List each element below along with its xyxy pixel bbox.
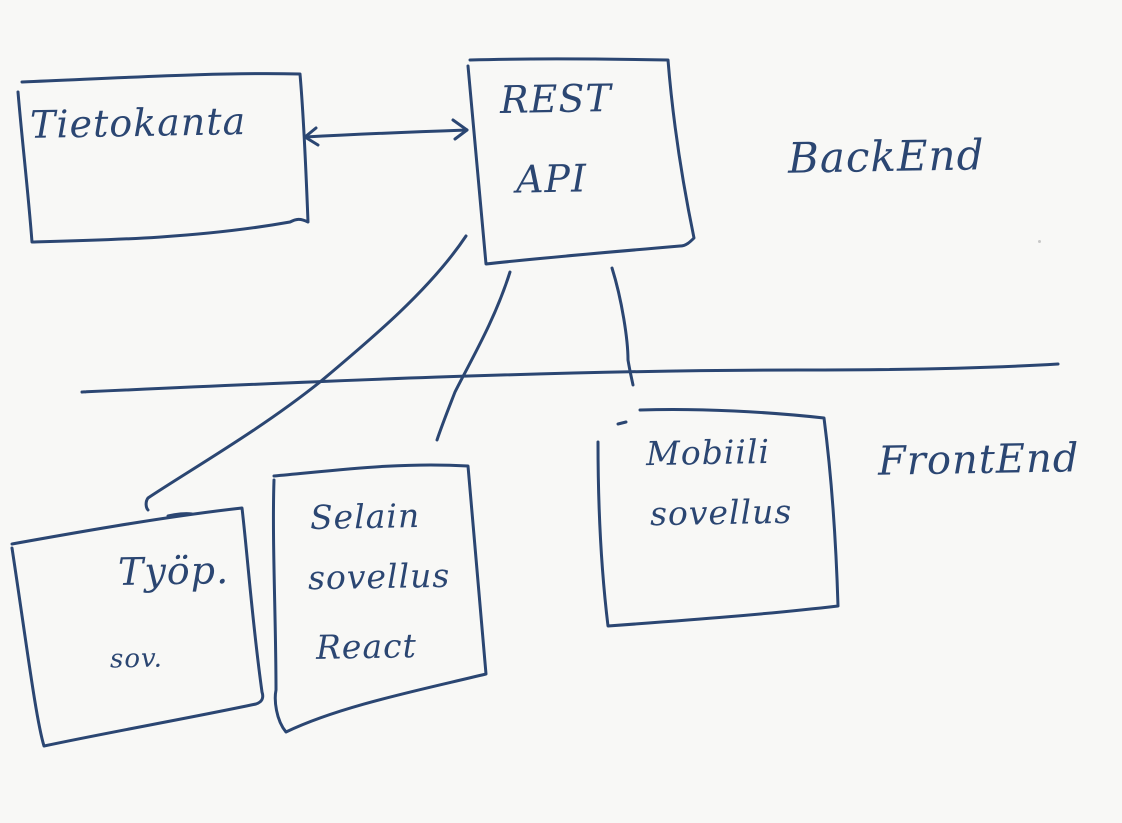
mobile-label-line2: sovellus [649, 491, 793, 534]
workstation-app-box [10, 506, 265, 748]
database-box [16, 72, 310, 244]
browser-label-line2: sovellus [307, 555, 451, 598]
connector-mobile [610, 266, 635, 387]
api-label-line1: REST [499, 76, 613, 122]
mobile-app-box [596, 407, 840, 628]
workstation-label-line1: Työp. [117, 548, 230, 594]
frontend-section-label: FrontEnd [877, 435, 1080, 485]
mobile-label-line1: Mobiili [645, 431, 771, 474]
backend-section-label: BackEnd [787, 130, 985, 183]
connector-workstation [144, 234, 468, 512]
workstation-label-line2: sov. [109, 643, 164, 675]
browser-app-box [271, 463, 488, 734]
database-label: Tietokanta [29, 99, 247, 147]
api-label-line2: API [515, 156, 588, 202]
rest-api-box [466, 57, 696, 266]
paper-speck [1038, 240, 1041, 243]
browser-label-line1: Selain [309, 496, 421, 537]
divider-line [80, 362, 1060, 394]
browser-label-line3: React [315, 626, 418, 667]
arrowhead-left-icon [303, 126, 320, 147]
database-api-arrow [303, 128, 469, 139]
connector-browser [435, 270, 512, 442]
arrowhead-right-icon [451, 118, 469, 141]
